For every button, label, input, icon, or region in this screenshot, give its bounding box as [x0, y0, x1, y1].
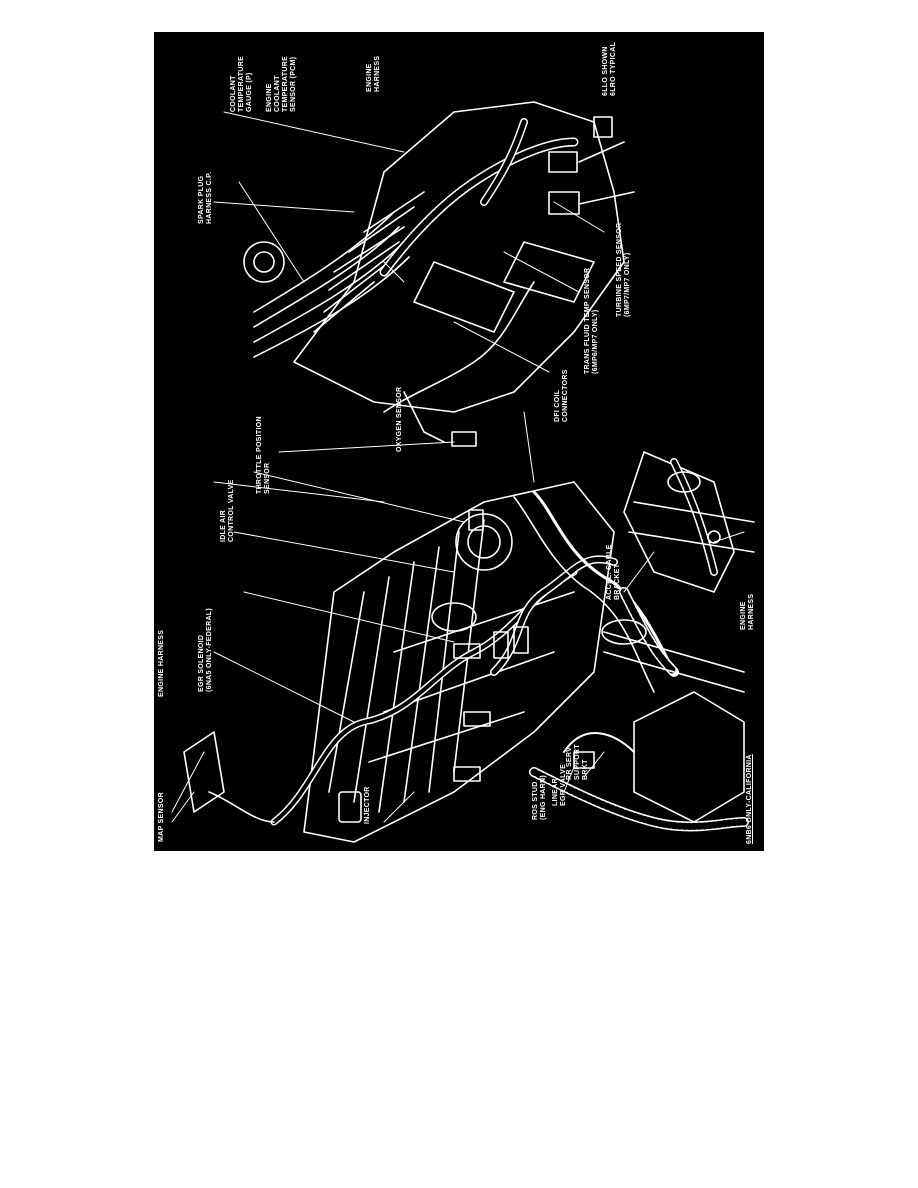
accel-cable-line2: BRACKET: [614, 563, 621, 600]
egr-solenoid-label: EGR SOLENOID (6NA5 ONLY-FEDERAL): [198, 608, 214, 692]
typical-line2: 6LRO TYPICAL: [610, 41, 617, 96]
rr-serv-line2: SUPPORT: [574, 744, 581, 780]
engine-coolant-line4: SENSOR (PCM): [290, 56, 297, 112]
egr-solenoid-line2: (6NA5 ONLY-FEDERAL): [206, 607, 213, 692]
trans-fluid-line2: (6MP6/MP7 ONLY): [592, 309, 599, 374]
engine-line-art: [171, 101, 755, 843]
engine-transaxle-drawing: [243, 101, 635, 447]
ros-stud-label: ROS STUD (ENG HARN): [532, 775, 548, 820]
turbine-line2: (6MP7/MP7 ONLY): [624, 252, 631, 317]
idle-air-line1: IDLE AIR: [220, 509, 227, 542]
turbine-speed-sensor-label: TURBINE SPEED SENSOR (6MP7/MP7 ONLY): [616, 223, 632, 317]
injector-text: INJECTOR: [364, 786, 371, 824]
engine-wiring-diagram: MAP SENSOR ENGINE HARNESS EGR SOLENOID (…: [154, 32, 764, 851]
oxygen-sensor-label: OXYGEN SENSOR: [396, 387, 404, 452]
ros-stud-line2: (ENG HARN): [540, 775, 547, 820]
engine-harness-top-line2: HARNESS: [374, 55, 381, 92]
spark-plug-line2: HARNESS C.P.: [206, 171, 213, 224]
coolant-gauge-line1: COOLANT: [230, 75, 237, 112]
linear-egr-line1: LINEAR: [552, 778, 559, 806]
california-note-label: 6NB6 ONLY-CALIFORNIA: [746, 754, 754, 844]
engine-coolant-sensor-label: ENGINE COOLANT TEMPERATURE SENSOR (PCM): [266, 56, 298, 112]
engine-harness-top-line1: ENGINE: [366, 63, 373, 92]
engine-harness-inset-line2: HARNESS: [748, 593, 755, 630]
trans-fluid-line1: TRANS FLUID TEMP SENSOR: [584, 267, 591, 374]
coolant-gauge-line3: GAUGE (P): [246, 72, 253, 112]
spark-plug-harness-label: SPARK PLUG HARNESS C.P.: [198, 172, 214, 224]
trans-fluid-temp-label: TRANS FLUID TEMP SENSOR (6MP6/MP7 ONLY): [584, 268, 600, 374]
leader-lines: [171, 111, 745, 823]
map-sensor-text: MAP SENSOR: [158, 792, 165, 842]
engine-harness-top-label: ENGINE HARNESS: [366, 56, 382, 92]
engine-coolant-line2: COOLANT: [274, 75, 281, 112]
accel-cable-bracket-label: ACCEL. CABLE BRACKET: [606, 544, 622, 600]
injector-label: INJECTOR: [364, 786, 372, 824]
engine-coolant-line3: TEMPERATURE: [282, 55, 289, 112]
rr-serv-line3: BRKT: [582, 759, 589, 780]
spark-plug-line1: SPARK PLUG: [198, 175, 205, 224]
tps-line1: THROTTLE POSITION: [256, 416, 263, 494]
engine-harness-left-label: ENGINE HARNESS: [158, 630, 166, 697]
coolant-temp-gauge-label: COOLANT TEMPERATURE GAUGE (P): [230, 56, 254, 112]
tps-line2: SENSOR: [264, 462, 271, 494]
rr-serv-support-label: RR SERV SUPPORT BRKT: [566, 744, 590, 780]
dfi-line1: DFI COIL: [554, 389, 561, 422]
ros-stud-line1: ROS STUD: [532, 781, 539, 820]
engine-harness-inset-label: ENGINE HARNESS: [740, 594, 756, 630]
accel-cable-inset-drawing: [623, 451, 755, 593]
accel-cable-line1: ACCEL. CABLE: [606, 544, 613, 600]
engine-harness-inset-line1: ENGINE: [740, 601, 747, 630]
dfi-line2: CONNECTORS: [562, 369, 569, 422]
engine-harness-left-text: ENGINE HARNESS: [158, 629, 165, 697]
map-sensor-label: MAP SENSOR: [158, 792, 166, 842]
typical-line1: 6LLO SHOWN: [602, 46, 609, 96]
engine-coolant-line1: ENGINE: [266, 83, 273, 112]
idle-air-line2: CONTROL VALVE: [228, 479, 235, 542]
typical-note-label: 6LLO SHOWN 6LRO TYPICAL: [602, 42, 618, 96]
idle-air-control-label: IDLE AIR CONTROL VALVE: [220, 479, 236, 542]
dfi-coil-connectors-label: DFI COIL CONNECTORS: [554, 369, 570, 422]
oxygen-sensor-text: OXYGEN SENSOR: [396, 386, 403, 452]
intake-manifold-drawing: [183, 481, 679, 843]
throttle-position-sensor-label: THROTTLE POSITION SENSOR: [256, 416, 272, 494]
california-note-text: 6NB6 ONLY-CALIFORNIA: [746, 754, 753, 844]
egr-solenoid-line1: EGR SOLENOID: [198, 634, 205, 692]
coolant-gauge-line2: TEMPERATURE: [238, 55, 245, 112]
linear-egr-inset-drawing: [529, 619, 749, 832]
turbine-line1: TURBINE SPEED SENSOR: [616, 222, 623, 317]
rr-serv-line1: RR SERV: [566, 746, 573, 780]
